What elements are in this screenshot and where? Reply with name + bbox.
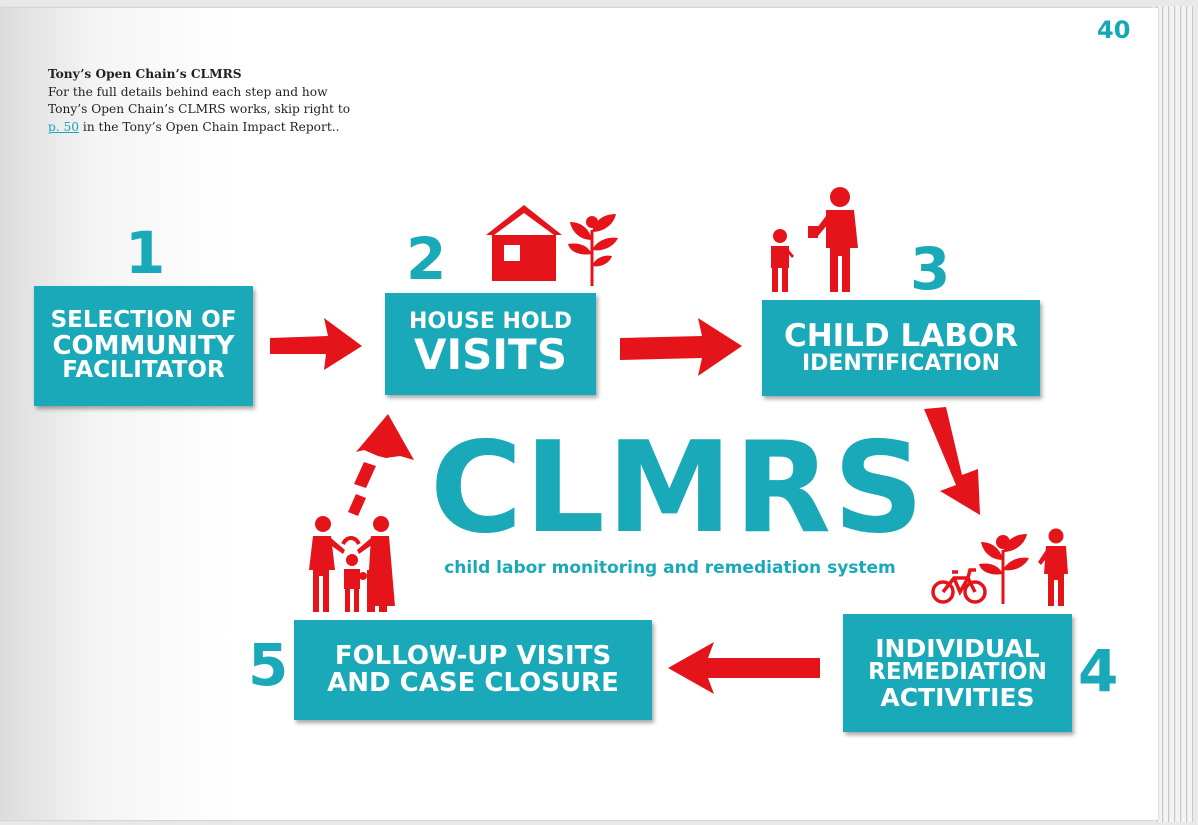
- bicycle-icon: [931, 568, 987, 604]
- step-4-box: INDIVIDUAL REMEDIATION ACTIVITIES: [843, 614, 1072, 732]
- step-4-label: INDIVIDUAL: [875, 633, 1040, 663]
- clmrs-subtitle: child labor monitoring and remediation s…: [444, 558, 896, 578]
- step-3-label: IDENTIFICATION: [801, 350, 1001, 376]
- step-2-label: VISITS: [414, 329, 567, 379]
- arrow-icon: [668, 642, 820, 694]
- house-icon: [486, 205, 562, 281]
- intro-title: Tony’s Open Chain’s CLMRS: [48, 67, 242, 81]
- page-stack-edges: [1152, 6, 1196, 822]
- step-3-box: CHILD LABOR IDENTIFICATION: [762, 300, 1040, 396]
- step-1-label: SELECTION OF: [50, 307, 237, 334]
- arrow-icon: [924, 407, 980, 515]
- step-3-label: CHILD LABOR: [783, 317, 1019, 354]
- plant-icon: [568, 214, 618, 286]
- step-5-label: AND CASE CLOSURE: [327, 668, 619, 698]
- impact-report-link[interactable]: p. 50: [48, 119, 80, 134]
- arrow-icon: [348, 414, 414, 516]
- step-4-label: REMEDIATION: [868, 659, 1047, 686]
- page-number: 40: [1097, 16, 1131, 44]
- adult-icon: [1038, 528, 1068, 606]
- step-1-label: FACILITATOR: [62, 357, 225, 384]
- child-icon: [771, 229, 794, 292]
- step-1-box: SELECTION OF COMMUNITY FACILITATOR: [34, 286, 253, 406]
- clmrs-title: CLMRS: [430, 414, 926, 561]
- step-4-number: 4: [1078, 637, 1119, 705]
- plant-icon: [979, 534, 1029, 604]
- step-5-number: 5: [248, 631, 289, 699]
- step-2-label: HOUSE HOLD: [409, 309, 572, 335]
- intro-line: For the full details behind each step an…: [48, 84, 328, 99]
- step-1-label: COMMUNITY: [52, 330, 235, 361]
- step-4-label: ACTIVITIES: [880, 682, 1035, 712]
- adult-icon: [808, 187, 858, 292]
- step-2-number: 2: [406, 225, 447, 293]
- step-1-number: 1: [125, 219, 166, 287]
- arrow-icon: [270, 318, 362, 370]
- family-icon: [309, 516, 395, 612]
- arrow-icon: [620, 318, 742, 376]
- step-2-box: HOUSE HOLD VISITS: [385, 293, 596, 395]
- step-5-box: FOLLOW-UP VISITS AND CASE CLOSURE: [294, 620, 652, 720]
- intro-line-rest: in the Tony’s Open Chain Impact Report..: [79, 119, 340, 134]
- intro-text: Tony’s Open Chain’s CLMRS For the full d…: [48, 66, 428, 136]
- intro-line: Tony’s Open Chain’s CLMRS works, skip ri…: [48, 102, 351, 116]
- intro-line: p. 50 in the Tony’s Open Chain Impact Re…: [48, 119, 428, 137]
- step-5-label: FOLLOW-UP VISITS: [334, 641, 612, 672]
- step-3-number: 3: [910, 235, 951, 303]
